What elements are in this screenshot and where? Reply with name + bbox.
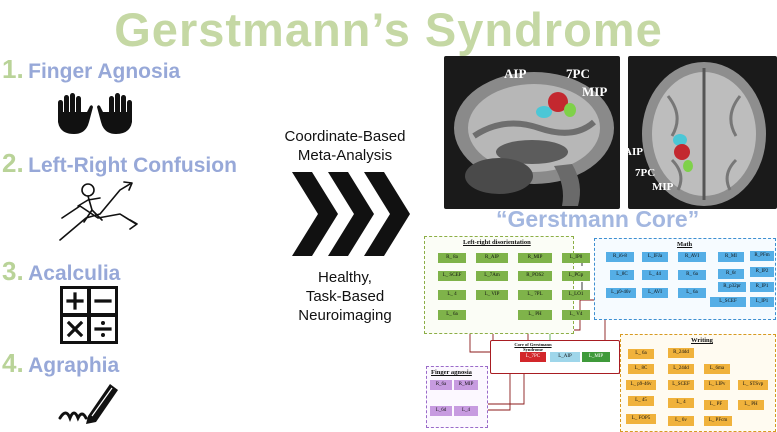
- node-l-4: L_4: [454, 406, 478, 416]
- group-title: Math: [677, 241, 693, 248]
- method-line: Healthy,: [318, 269, 372, 286]
- pen-writing-icon: [58, 384, 118, 424]
- node-l-6ma: L_6ma: [704, 364, 730, 374]
- chevron-arrows-icon: [292, 172, 410, 256]
- gerstmann-core-title: “Gerstmann Core”: [496, 206, 700, 232]
- node-r-8a: R_ 8a: [438, 253, 466, 263]
- symptom-number: 2.: [2, 148, 24, 178]
- node-l-6a-writing: L_ 6a: [628, 349, 654, 359]
- brain-label-aip: AIP: [624, 146, 643, 158]
- node-l-vip: L_ VIP: [476, 290, 508, 300]
- network-diagram: Left-right disorientation R_ 8a R_AIP R_…: [420, 234, 777, 432]
- symptom-label: Finger Agnosia: [28, 60, 181, 83]
- symptom-finger-agnosia: 1. Finger Agnosia: [2, 54, 180, 85]
- method-label-top: Coordinate-Based Meta-Analysis: [262, 127, 428, 165]
- node-l-7pc: L_7PC: [520, 352, 546, 362]
- node-l-44: L_ 44: [642, 270, 668, 280]
- node-l-pfcm: L_ PFcm: [704, 416, 732, 426]
- node-l-scef: L_ SCEF: [438, 271, 466, 281]
- method-line: Task-Based: [305, 288, 385, 305]
- node-r-24dd: R_24dd: [668, 348, 694, 358]
- node-r-mip: R_MIP: [454, 380, 478, 390]
- node-l-6d: L_6d: [430, 406, 452, 416]
- symptom-agraphia: 4. Agraphia: [2, 348, 119, 379]
- node-l-ph-writing: L_ PH: [738, 400, 764, 410]
- node-l-v4: L_ V4: [562, 310, 590, 320]
- brain-label-mip: MIP: [652, 181, 674, 193]
- group-title: Left-right disorientation: [463, 239, 531, 246]
- node-r-aip: R_AIP: [476, 253, 508, 263]
- node-l-ifja: L_IFJa: [642, 252, 668, 262]
- node-l-8c-writing: L_ 8C: [628, 364, 654, 374]
- brain-label-aip: AIP: [504, 66, 527, 81]
- node-r-6a: R_ 6a: [678, 270, 706, 280]
- node-l-pgp: L_PGp: [562, 271, 590, 281]
- node-l-6a-math: L_ 6a: [678, 288, 706, 298]
- brain-sagittal-graphic: [454, 72, 614, 206]
- node-l-24dd: L_24dd: [668, 364, 694, 374]
- node-l-fop5: L_ FOP5: [626, 414, 656, 424]
- node-l-4-writing: L_ 4: [668, 398, 694, 408]
- brain-axial-graphic: [642, 62, 766, 206]
- node-l-avi: L_AVI: [642, 288, 668, 298]
- node-l-lo1: L_LO1: [562, 290, 590, 300]
- node-l-pf: L_ PF: [704, 400, 728, 410]
- node-r-mi: R_MI: [718, 252, 744, 262]
- brain-label-7pc: 7PC: [566, 66, 590, 81]
- method-line: Meta-Analysis: [297, 147, 393, 164]
- node-l-4: L_ 4: [438, 290, 466, 300]
- node-l-scef-math: L_SCEF: [710, 297, 746, 307]
- symptom-label: Left-Right Confusion: [28, 154, 237, 177]
- method-line: Neuroimaging: [298, 307, 392, 324]
- node-l-mip: L_MIP: [582, 352, 610, 362]
- group-title: Finger agnosia: [431, 369, 472, 376]
- node-l-8c: L_8C: [610, 270, 634, 280]
- node-l-45: L_ 45: [628, 396, 654, 406]
- node-r-6a: R_6a: [430, 380, 452, 390]
- left-right-person-icon: [59, 181, 138, 241]
- node-l-6v: L_ 6v: [668, 416, 694, 426]
- calculator-icon: [60, 286, 118, 344]
- node-r-6r: R_6r: [718, 269, 744, 279]
- node-r-i6-8: R_i6-8: [606, 252, 634, 262]
- node-l-lipv: L_ LIPv: [704, 380, 730, 390]
- symptom-left-right-confusion: 2. Left-Right Confusion: [2, 148, 237, 179]
- node-r-p32pr: R_p32pr: [718, 282, 746, 292]
- group-finger-agnosia: Finger agnosia: [426, 366, 488, 428]
- hands-icon: [58, 93, 132, 134]
- symptom-number: 4.: [2, 348, 24, 378]
- group-title: Core of Gerstmann Syndrome: [514, 342, 552, 352]
- brain-label-mip: MIP: [582, 84, 608, 99]
- node-l-7am: L_7Am: [476, 271, 508, 281]
- node-l-ph: L_ PH: [518, 310, 552, 320]
- brain-sagittal-image: [444, 56, 620, 209]
- group-title: Writing: [691, 337, 713, 344]
- node-l-stsvp: L_ STSvp: [738, 380, 768, 390]
- node-r-mip: R_MIP: [518, 253, 552, 263]
- method-line: Coordinate-Based: [284, 128, 406, 145]
- node-l-7pl: L_ 7PL: [518, 290, 552, 300]
- node-l-p9-46v: L_p9-46v: [606, 288, 636, 298]
- symptom-acalculia: 3. Acalculia: [2, 256, 120, 287]
- node-l-p9-46v-writing: L_ p9-46v: [626, 380, 656, 390]
- symptom-label: Acalculia: [28, 262, 121, 285]
- method-label-bottom: Healthy, Task-Based Neuroimaging: [262, 268, 428, 325]
- page-title: Gerstmann’s Syndrome: [114, 3, 663, 56]
- brain-axial-image: [628, 56, 777, 209]
- node-r-ip1: R_IP1: [750, 282, 774, 292]
- symptom-label: Agraphia: [28, 354, 120, 377]
- node-r-avi: R_AVI: [678, 252, 706, 262]
- node-l-6a: L_ 6a: [438, 310, 466, 320]
- node-l-ip1: L_IP1: [750, 297, 774, 307]
- symptom-number: 1.: [2, 54, 24, 84]
- node-r-pos2: R_POS2: [518, 271, 552, 281]
- node-l-ip0: L_IP0: [562, 253, 590, 263]
- brain-label-7pc: 7PC: [635, 167, 656, 179]
- node-l-aip: L_AIP: [550, 352, 580, 362]
- node-r-ip2: R_IP2: [750, 267, 774, 277]
- node-l-scef-writing: L_SCEF: [668, 380, 694, 390]
- symptom-number: 3.: [2, 256, 24, 286]
- node-r-pfm: R_PFm: [750, 251, 774, 261]
